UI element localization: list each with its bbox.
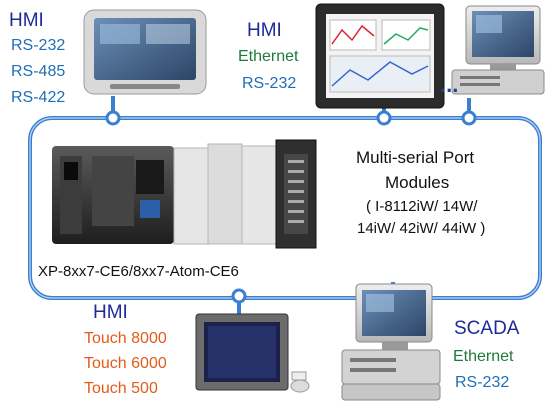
bus-node: [231, 288, 247, 304]
controller-model-label: XP-8xx7-CE6/8xx7-Atom-CE6: [38, 263, 239, 280]
pc-top-right: [451, 5, 545, 95]
touch-hmi-bottom-left: [195, 313, 310, 393]
top-left-protocol-rs485: RS-485: [11, 63, 66, 80]
hmi-panel-top-middle: [315, 3, 445, 109]
top-middle-protocol-ethernet: Ethernet: [238, 48, 299, 65]
plc-controller: [52, 139, 317, 249]
more-devices-ellipsis: ...: [440, 72, 459, 97]
bus-node: [376, 110, 392, 126]
bottom-left-touch-8000: Touch 8000: [84, 330, 167, 347]
top-left-protocol-rs232: RS-232: [11, 37, 66, 54]
bottom-left-hmi-title: HMI: [93, 302, 128, 323]
bottom-right-protocol-rs232: RS-232: [455, 374, 510, 391]
top-middle-protocol-rs232: RS-232: [242, 75, 297, 92]
modules-title-line1: Multi-serial Port: [356, 148, 475, 167]
modules-list-line1: ( I-8112iW/ 14W/: [366, 198, 478, 215]
modules-title-line2: Modules: [385, 173, 450, 192]
modules-list-line2: 14iW/ 42iW/ 44iW ): [357, 220, 486, 237]
bottom-right-protocol-ethernet: Ethernet: [453, 348, 514, 365]
bottom-left-touch-6000: Touch 6000: [84, 355, 167, 372]
top-left-protocol-rs422: RS-422: [11, 89, 66, 106]
bus-node: [105, 110, 121, 126]
bottom-right-scada-title: SCADA: [454, 318, 520, 339]
bus-node: [461, 110, 477, 126]
scada-pc-bottom-right: [341, 283, 441, 401]
hmi-panel-top-left: [83, 9, 207, 95]
top-left-hmi-title: HMI: [9, 10, 44, 31]
bottom-left-touch-500: Touch 500: [84, 380, 158, 397]
top-middle-hmi-title: HMI: [247, 20, 282, 41]
